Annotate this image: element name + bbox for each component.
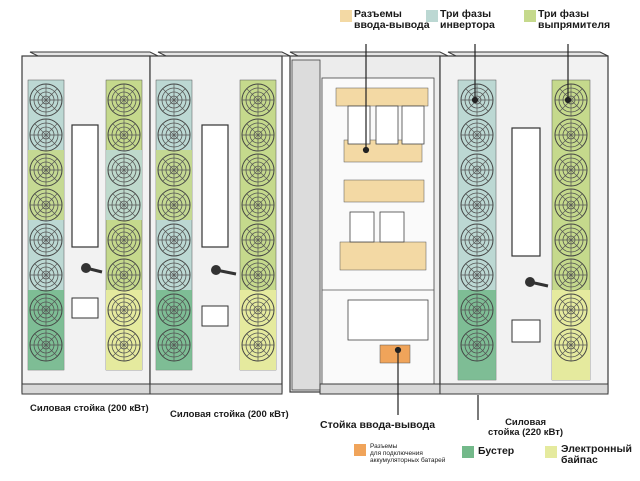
rectifier-legend-label: Три фазы выпрямителя xyxy=(538,8,611,32)
inverter-legend-line1: Три фазы xyxy=(440,8,492,20)
battery-swatch xyxy=(354,444,366,456)
power-rack-2-label: Силовая стойка (200 кВт) xyxy=(170,409,289,420)
io-connectors-legend-line1: Разъемы xyxy=(354,8,402,20)
rectifier-legend-line1: Три фазы xyxy=(538,8,590,20)
bypass-legend-line2: байпас xyxy=(561,454,598,467)
io-connectors-legend-label: Разъемы ввода-вывода xyxy=(354,8,430,32)
battery-legend-line2: для подключения xyxy=(370,450,423,458)
battery-legend-label: Разъемы для подключения аккумуляторных б… xyxy=(370,443,445,464)
io-rack-label: Стойка ввода-вывода xyxy=(320,419,436,431)
bypass-legend-label: Электронный байпас xyxy=(561,443,632,467)
power-rack-3-label: Силовая стойка (220 кВт) xyxy=(488,418,563,438)
power-rack-1-label: Силовая стойка (200 кВт) xyxy=(30,403,149,414)
io-rack-cabinet xyxy=(289,51,449,395)
booster-swatch xyxy=(462,446,474,458)
inverter-swatch xyxy=(426,10,438,22)
leader-lines xyxy=(362,44,572,420)
bypass-swatch xyxy=(545,446,557,458)
battery-legend-line1: Разъемы xyxy=(370,443,398,450)
rectifier-swatch xyxy=(524,10,536,22)
bypass-legend-line1: Электронный xyxy=(561,443,632,455)
inverter-legend-label: Три фазы инвертора xyxy=(440,8,495,32)
rectifier-legend-line2: выпрямителя xyxy=(538,19,611,32)
battery-legend-line3: аккумуляторных батарей xyxy=(370,457,446,465)
booster-legend-label: Бустер xyxy=(478,445,515,457)
io-connectors-legend-line2: ввода-вывода xyxy=(354,19,430,32)
io-connectors-swatch xyxy=(340,10,352,22)
power-rack-3-label-line2: стойка (220 кВт) xyxy=(488,426,564,438)
power-rack-3-label-line1: Силовая xyxy=(505,417,547,428)
inverter-legend-line2: инвертора xyxy=(440,19,495,32)
